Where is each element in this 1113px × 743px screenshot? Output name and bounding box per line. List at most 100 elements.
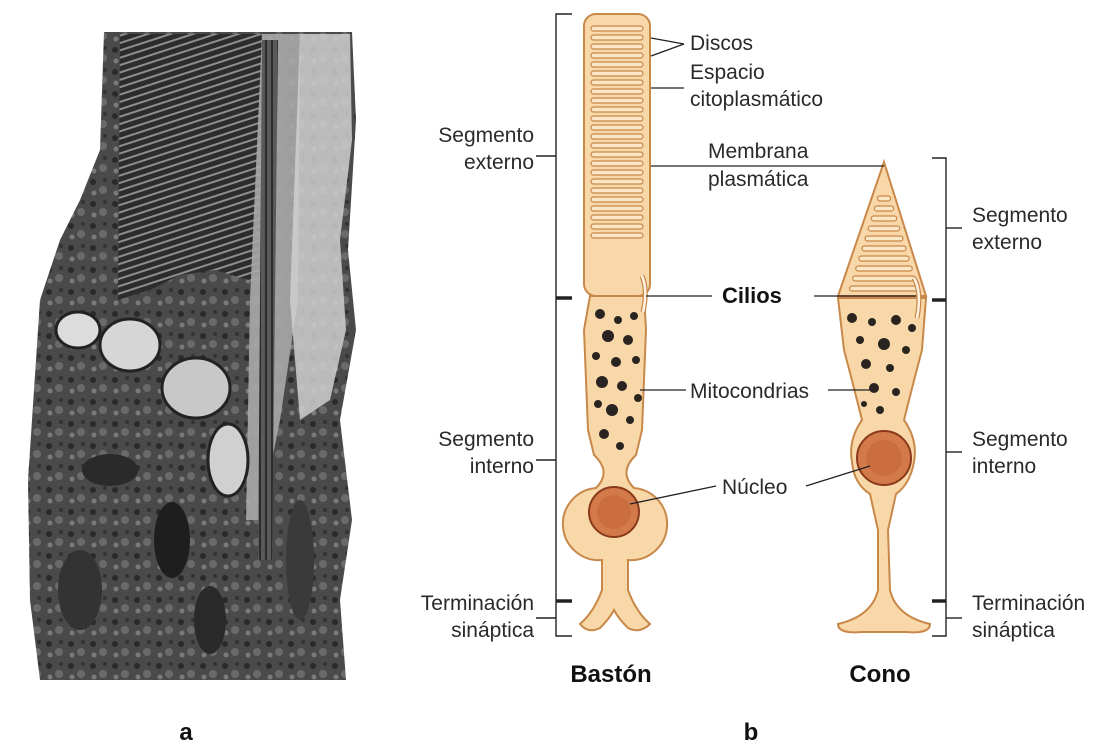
mitochondrion [596,376,608,388]
rod-disc [591,44,643,49]
micrograph-mitochondrion [194,586,226,654]
cone-disc [862,246,906,251]
title-baston: Bastón [570,661,651,688]
rod-disc [591,116,643,121]
label-mitocondrias: Mitocondrias [690,380,809,403]
micrograph-mitochondrion [58,550,102,630]
mitochondrion [606,404,618,416]
rod-disc [591,89,643,94]
rod-disc [591,134,643,139]
rod-inner-segment [563,296,667,630]
mitochondrion [892,388,900,396]
mitochondrion [908,324,916,332]
mitochondrion [626,416,634,424]
rod-disc [591,98,643,103]
rod-disc [591,188,643,193]
rod-disc [591,233,643,238]
mitochondrion [861,359,871,369]
label-segmento-interno-left-line1: Segmento [438,428,534,451]
mitochondrion [847,313,857,323]
micrograph-vesicle [162,358,230,418]
micrograph-mitochondrion [286,500,314,620]
rod-cell [563,14,667,630]
rod-disc [591,161,643,166]
label-segmento-externo-right-line2: externo [972,231,1042,254]
rod-disc [591,215,643,220]
cone-disc [853,276,916,281]
rod-disc [591,170,643,175]
rod-disc [591,35,643,40]
rod-disc [591,125,643,130]
mitochondrion [869,383,879,393]
label-segmento-interno-left-line2: interno [470,455,534,478]
label-cilios: Cilios [722,283,782,308]
label-terminacion-right-line1: Terminación [972,592,1085,615]
cone-disc [865,236,903,241]
rod-disc [591,143,643,148]
micrograph [28,32,356,680]
label-segmento-externo-left-line1: Segmento [438,124,534,147]
cone-disc [877,196,890,201]
label-espacio-line1: Espacio [690,61,765,84]
mitochondrion [592,352,600,360]
label-segmento-externo-right-line1: Segmento [972,204,1068,227]
mitochondrion [599,429,609,439]
rod-disc [591,107,643,112]
bracket-right [932,158,946,636]
mitochondrion [602,330,614,342]
cone-disc [850,286,919,291]
rod-disc [591,71,643,76]
rod-nucleus-core [597,495,631,529]
micrograph-disc-stack [118,34,270,300]
rod-disc [591,26,643,31]
mitochondrion [594,400,602,408]
rod-disc [591,62,643,67]
label-segmento-externo-left-line2: externo [464,151,534,174]
cone-cell [838,162,930,632]
micrograph-vesicle [56,312,100,348]
micrograph-mitochondrion [154,502,190,578]
mitochondrion [891,315,901,325]
label-espacio-line2: citoplasmático [690,88,823,111]
mitochondrion [611,357,621,367]
rod-disc [591,224,643,229]
mitochondrion [632,356,640,364]
cone-disc [868,226,900,231]
label-discos: Discos [690,32,753,55]
mitochondrion [634,394,642,402]
mitochondrion [856,336,864,344]
mitochondrion [876,406,884,414]
cone-disc [856,266,912,271]
mitochondrion [616,442,624,450]
leader-discos [651,38,684,56]
label-terminacion-left-line1: Terminación [421,592,534,615]
label-terminacion-right-line2: sináptica [972,619,1055,642]
rod-disc [591,206,643,211]
label-membrana-line2: plasmática [708,168,809,191]
mitochondrion [861,401,867,407]
label-nucleo: Núcleo [722,476,787,499]
mitochondrion [630,312,638,320]
mitochondrion [614,316,622,324]
label-terminacion-left-line2: sináptica [451,619,534,642]
title-cono: Cono [849,661,910,688]
mitochondrion [868,318,876,326]
rod-disc [591,197,643,202]
label-segmento-interno-right-line1: Segmento [972,428,1068,451]
cone-disc [871,216,896,221]
mitochondrion [902,346,910,354]
rod-disc [591,53,643,58]
cone-disc [859,256,909,261]
mitochondrion [886,364,894,372]
panel-label-a: a [179,719,193,743]
rod-disc [591,179,643,184]
micrograph-vesicle [100,319,160,371]
mitochondrion [595,309,605,319]
mitochondrion [878,338,890,350]
panel-label-b: b [744,719,759,743]
cone-nucleus-core [866,440,902,476]
micrograph-vesicle [208,424,248,496]
label-segmento-interno-right-line2: interno [972,455,1036,478]
rod-disc [591,152,643,157]
